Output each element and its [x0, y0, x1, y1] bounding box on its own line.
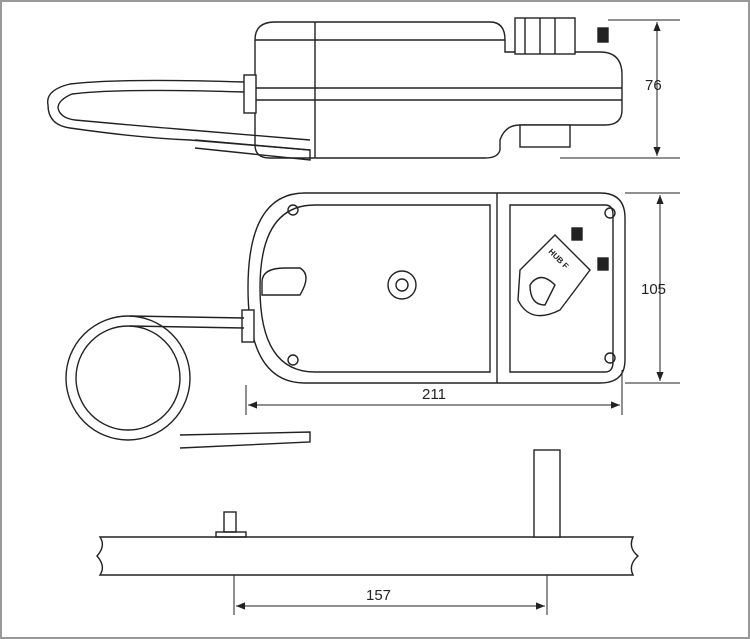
dimension-depth: 105 — [641, 281, 666, 298]
dimension-lines — [233, 19, 680, 615]
top-view: HUB F — [65, 192, 626, 449]
dimension-mount-distance: 157 — [366, 587, 391, 604]
dimension-length: 211 — [422, 386, 446, 403]
side-view — [46, 17, 623, 161]
dimension-height: 76 — [645, 77, 662, 94]
mounting-view — [96, 449, 640, 576]
